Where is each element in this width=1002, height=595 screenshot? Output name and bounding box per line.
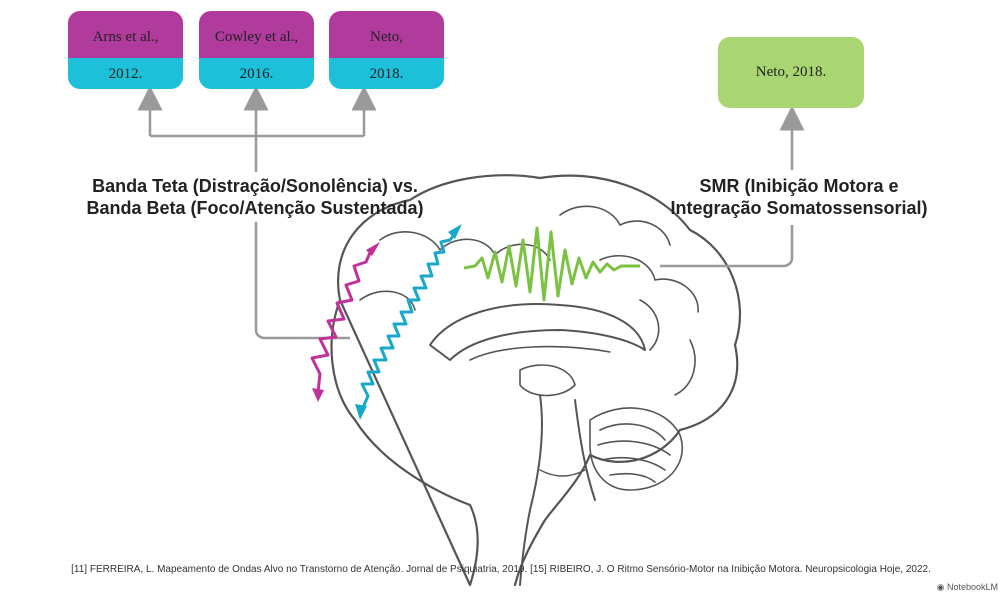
citation-box-arns: Arns et al., 2012. [68,11,183,89]
heading-theta-beta-line1: Banda Teta (Distração/Sonolência) vs. [92,176,418,196]
cerebellum [589,407,683,491]
references-footnote: [11] FERREIRA, L. Mapeamento de Ondas Al… [71,564,931,575]
connector-smr-to-brain [660,225,794,268]
citation-author: Arns et al., [68,11,183,58]
citation-year: 2018. [329,58,444,89]
beta-wave [355,224,462,420]
heading-theta-beta: Banda Teta (Distração/Sonolência) vs. Ba… [60,175,450,219]
heading-smr-line1: SMR (Inibição Motora e [699,176,899,196]
connector-theta-beta-to-brain [254,222,350,340]
brain-outline [330,174,742,587]
heading-smr-line2: Integração Somatossensorial) [670,198,928,218]
heading-theta-beta-line2: Banda Beta (Foco/Atenção Sustentada) [86,198,424,218]
heading-smr: SMR (Inibição Motora e Integração Somato… [668,175,930,219]
citation-year: 2016. [199,58,314,89]
citation-author: Neto, [329,11,444,58]
citation-box-cowley: Cowley et al., 2016. [199,11,314,89]
brainstem [519,394,596,586]
corpus-callosum [429,303,646,361]
notebooklm-logo-icon: ◉ [936,582,945,592]
notebooklm-watermark: ◉ NotebookLM [937,582,998,593]
connector-lines [137,85,805,340]
citation-box-neto-pair: Neto, 2018. [329,11,444,89]
connector-theta-beta-to-citations [150,134,364,172]
smr-wave [463,226,640,302]
citation-year: 2012. [68,58,183,89]
citation-box-neto-single: Neto, 2018. [718,37,864,108]
theta-wave [310,242,380,402]
brain-illustration [330,174,742,587]
watermark-label: NotebookLM [946,582,998,592]
citation-author: Cowley et al., [199,11,314,58]
